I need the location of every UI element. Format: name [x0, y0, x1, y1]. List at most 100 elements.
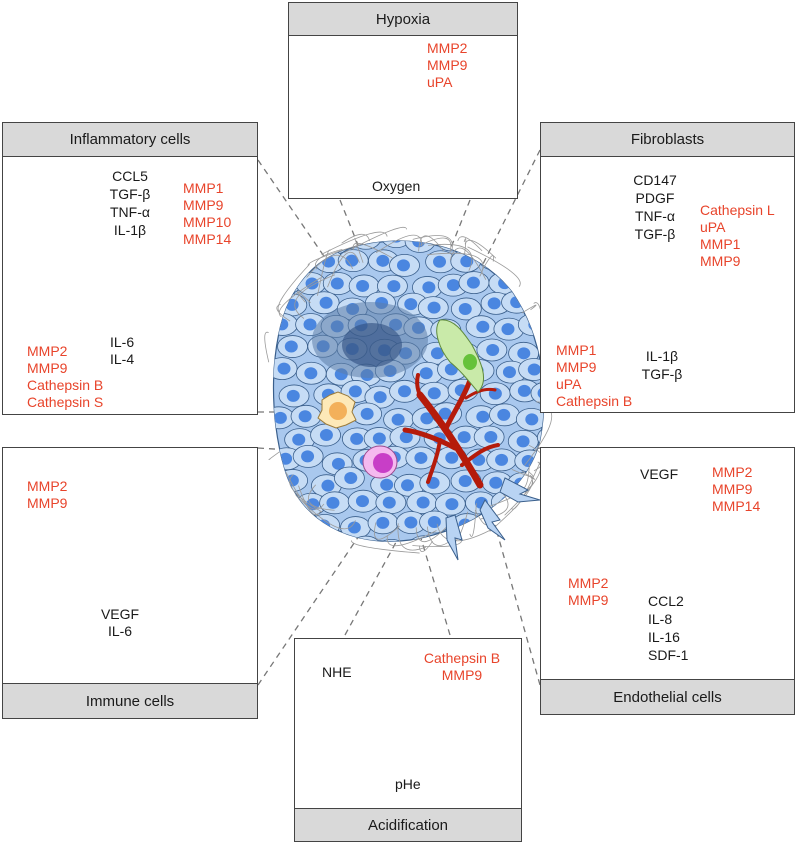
tumor-cell-nucleus — [344, 472, 358, 485]
tumor-cell-nucleus — [301, 450, 315, 463]
inflammatory-signal-in-2: TGF-β — [109, 186, 151, 202]
ecm-fiber — [418, 235, 444, 252]
tumor-cell-nucleus — [382, 496, 396, 509]
tumor-cell-nucleus — [355, 495, 369, 508]
inflammatory-marker-tumor-3: MMP10 — [183, 214, 232, 230]
tumor-cell-nucleus — [446, 279, 460, 292]
tumor-cell-nucleus — [511, 252, 525, 265]
ecm-fiber — [412, 235, 453, 251]
blood-vessel — [402, 373, 500, 489]
tumor-cell-nucleus — [372, 432, 386, 445]
tumor-cell-nucleus — [525, 241, 539, 246]
tumor-cell — [350, 535, 382, 542]
tumor-cell — [273, 241, 299, 252]
tumor-cell-nucleus — [283, 544, 296, 556]
tumor-cell — [376, 538, 407, 542]
tumor-cell-nucleus — [404, 516, 418, 529]
endothelial-title: Endothelial cells — [613, 688, 722, 706]
tumor-cell-nucleus — [427, 516, 441, 529]
tumor-cell-nucleus — [348, 385, 362, 398]
tumor-cell-nucleus — [330, 277, 344, 290]
acidification-title: Acidification — [367, 816, 449, 834]
ecm-fiber — [457, 236, 483, 252]
ecm-fiber — [375, 234, 423, 254]
tumor-cell-nucleus — [489, 476, 503, 489]
fibroblast-signal-out-1: IL-1β — [645, 348, 679, 364]
hypoxia-title: Hypoxia — [375, 10, 431, 28]
endothelial-signal-out-4: SDF-1 — [648, 647, 689, 663]
tumor-cell — [309, 513, 341, 537]
tumor-cell-nucleus — [486, 343, 500, 356]
ecm-fiber — [276, 303, 291, 322]
ecm-fiber — [418, 540, 433, 552]
tumor-cell-nucleus — [398, 385, 412, 398]
tumor-cell-nucleus — [284, 340, 298, 353]
hypoxia-marker-3: uPA — [427, 74, 453, 90]
tumor-cell-nucleus — [496, 546, 509, 558]
endothelial-tumor-marker-1: MMP2 — [568, 575, 609, 591]
tumor-cell-nucleus — [274, 241, 288, 247]
inflammatory-signal-in-3: TNF-α — [110, 204, 150, 220]
tumor-cell-nucleus — [427, 301, 441, 314]
tumor-cell-nucleus — [458, 474, 472, 487]
inflammatory-title: Inflammatory cells — [69, 131, 191, 148]
ecm-fiber — [463, 238, 467, 255]
hypoxia-header: Hypoxia — [288, 2, 518, 36]
tumor-cell — [530, 381, 544, 405]
fibroblasts-title: Fibroblasts — [630, 131, 705, 148]
tumor-immune-cell — [362, 445, 398, 479]
tumor-cell-nucleus — [345, 254, 359, 267]
tumor-cell-nucleus — [301, 241, 315, 246]
tumor-cell — [459, 536, 491, 542]
tumor-cell-nucleus — [360, 407, 374, 420]
tumor-cell-nucleus — [445, 498, 459, 511]
ecm-fiber — [351, 540, 420, 554]
tumor-cell — [283, 248, 314, 272]
tumor-cell-nucleus — [445, 451, 459, 464]
fibroblasts-panel — [540, 155, 795, 413]
inflammatory-marker-cell-2: MMP9 — [27, 360, 68, 376]
ecm-fiber — [467, 246, 521, 287]
endothelial-header: Endothelial cells — [540, 679, 795, 715]
inflammatory-marker-tumor-1: MMP1 — [183, 180, 224, 196]
endothelial-signal-out-3: IL-16 — [648, 629, 680, 645]
ecm-fiber — [427, 252, 484, 277]
tumor-cell-nucleus — [509, 522, 523, 535]
tumor-cell-nucleus — [404, 298, 418, 311]
endothelial-marker-3: MMP14 — [712, 498, 761, 514]
ecm-fiber — [354, 237, 364, 263]
tumor-cell-nucleus — [338, 544, 351, 556]
ecm-fiber — [521, 304, 537, 314]
tumor-cell — [380, 241, 412, 249]
tumor-cell-nucleus — [321, 479, 335, 492]
acidification-panel — [294, 638, 522, 812]
tumor-cell-nucleus — [516, 435, 530, 448]
tumor-cell-nucleus — [498, 241, 512, 246]
tumor-cell — [536, 426, 544, 449]
fibroblast-marker-4: MMP9 — [700, 253, 741, 269]
tumor-cell — [292, 535, 324, 542]
hypoxia-panel — [288, 34, 518, 199]
tumor-cell-nucleus — [414, 451, 428, 464]
inflammatory-panel — [2, 155, 258, 415]
hypoxia-marker-2: MMP9 — [427, 57, 468, 73]
tumor-cell-nucleus — [373, 391, 387, 404]
inflammatory-signal-out-2: IL-4 — [110, 351, 135, 367]
tumor-cell-nucleus — [280, 276, 294, 289]
tumor-cell-nucleus — [304, 367, 318, 380]
ecm-fiber — [298, 485, 321, 516]
tumor-inflammatory-cell — [317, 391, 357, 429]
ecm-fiber — [277, 263, 310, 313]
inflammatory-marker-cell-3: Cathepsin B — [27, 377, 104, 393]
fibroblast-signal-in-1: CD147 — [633, 172, 677, 188]
tumor-cell-nucleus — [290, 254, 304, 267]
ecm-fiber — [294, 274, 336, 319]
immune-signal-out-2: IL-6 — [107, 623, 133, 639]
tumor-cell-nucleus — [326, 496, 340, 509]
ecm-fiber — [481, 255, 494, 271]
fibroblast-signal-in-3: TNF-α — [635, 208, 675, 224]
tumor-cell-nucleus — [387, 280, 401, 293]
nhe-label: NHE — [322, 664, 352, 680]
tumor-cell — [273, 538, 303, 542]
inflammatory-marker-cell-1: MMP2 — [27, 343, 68, 359]
